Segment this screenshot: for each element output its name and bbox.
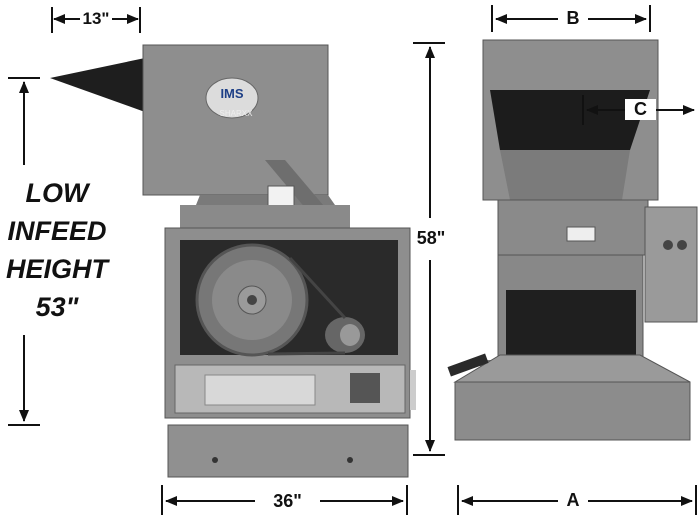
machine-base: [454, 381, 691, 441]
front-view-machine: IMS SHARXX: [50, 44, 416, 478]
logo-model: SHARXX: [220, 109, 254, 118]
infeed-line-3: HEIGHT: [5, 254, 108, 284]
infeed-line-4: 53": [35, 292, 79, 322]
warning-label: [267, 185, 295, 207]
infeed-chute: [50, 58, 145, 112]
dimension-36-label: 36": [255, 491, 320, 512]
dimension-lines: [8, 5, 697, 515]
dimension-c-label: C: [625, 99, 656, 120]
side-warning-label: [566, 226, 596, 242]
dimension-58-label: 58": [413, 228, 449, 249]
dimension-13-label: 13": [80, 9, 112, 29]
infeed-line-1: LOW: [25, 178, 89, 208]
dimension-b-label: B: [558, 8, 588, 29]
ims-logo-icon: [205, 77, 259, 119]
logo-brand: IMS: [220, 86, 243, 101]
bottom-door: [167, 424, 409, 478]
hopper: [142, 44, 329, 196]
control-box: [644, 206, 698, 323]
side-view-machine: [447, 39, 698, 441]
low-infeed-height-label: LOW INFEED HEIGHT 53": [2, 174, 112, 326]
infeed-line-2: INFEED: [7, 216, 107, 246]
collection-bin: [506, 290, 636, 365]
dimension-a-label: A: [558, 490, 588, 511]
